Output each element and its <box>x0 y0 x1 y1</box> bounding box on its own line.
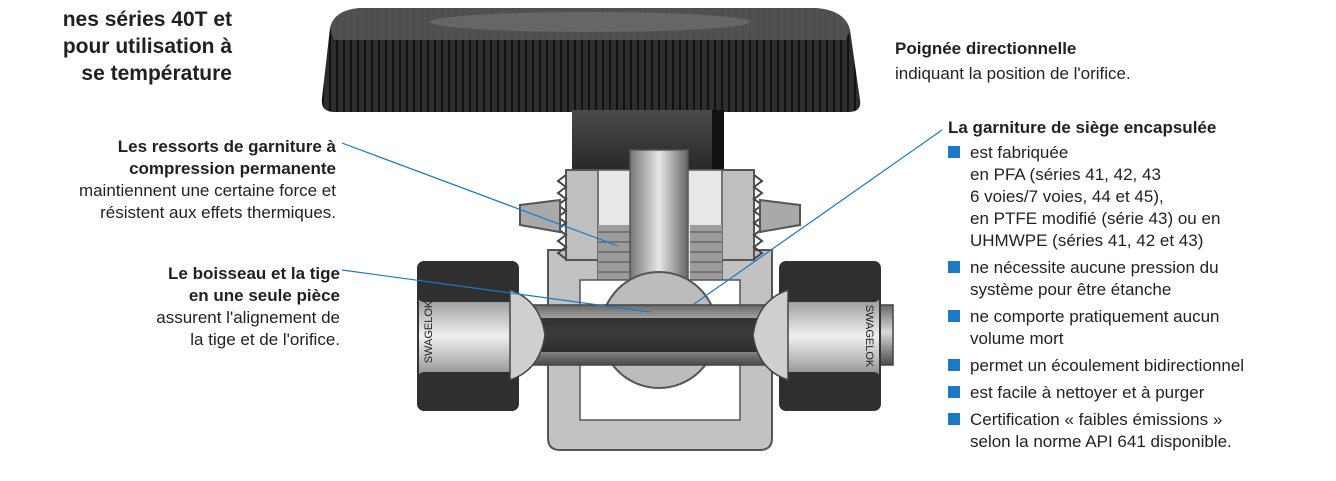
square-bullet-icon <box>948 359 960 371</box>
ball-body-2: la tige et de l'orifice. <box>190 330 340 349</box>
handle <box>321 8 861 112</box>
title-line-1: nes séries 40T et <box>62 8 232 31</box>
left-nut <box>417 261 546 411</box>
list-item: ne nécessite aucune pression du système … <box>948 257 1336 301</box>
left-nut-label: SWAGELOK <box>423 300 435 363</box>
callout-handle: Poignée directionnelle indiquant la posi… <box>895 38 1295 85</box>
square-bullet-icon <box>948 413 960 425</box>
ball-body-1: assurent l'alignement de <box>156 308 340 327</box>
list-item: est fabriquée en PFA (séries 41, 42, 43 … <box>948 142 1336 252</box>
square-bullet-icon <box>948 261 960 273</box>
square-bullet-icon <box>948 310 960 322</box>
springs-heading-2: compression permanente <box>129 159 336 178</box>
leader-springs <box>341 142 619 247</box>
springs-heading-1: Les ressorts de garniture à <box>117 137 336 156</box>
callout-seat: La garniture de siège encapsulée est fab… <box>948 117 1336 458</box>
right-nut <box>752 261 881 411</box>
right-nut-label: SWAGELOK <box>863 305 875 368</box>
seat-heading: La garniture de siège encapsulée <box>948 118 1217 137</box>
square-bullet-icon <box>948 146 960 158</box>
list-item: Certification « faibles émissions » selo… <box>948 409 1336 453</box>
seat-feature-list: est fabriquée en PFA (séries 41, 42, 43 … <box>948 142 1336 453</box>
handle-heading: Poignée directionnelle <box>895 39 1077 58</box>
springs-body-1: maintiennent une certaine force et <box>78 181 336 200</box>
list-item: ne comporte pratiquement aucun volume mo… <box>948 306 1336 350</box>
title-line-2: pour utilisation à <box>62 35 232 58</box>
square-bullet-icon <box>948 386 960 398</box>
list-item: est facile à nettoyer et à purger <box>948 382 1336 404</box>
ball-heading-1: Le boisseau et la tige <box>168 264 340 283</box>
list-item: permet un écoulement bidirectionnel <box>948 355 1336 377</box>
handle-body: indiquant la position de l'orifice. <box>895 64 1131 83</box>
callout-springs: Les ressorts de garniture à compression … <box>0 136 336 224</box>
title-line-3: se température <box>81 62 232 85</box>
title-block: nes séries 40T et pour utilisation à se … <box>0 0 260 110</box>
leader-seat <box>693 129 943 305</box>
springs-body-2: résistent aux effets thermiques. <box>100 203 336 222</box>
ball-heading-2: en une seule pièce <box>188 286 340 305</box>
leader-ball <box>341 269 651 313</box>
callout-ball: Le boisseau et la tige en une seule pièc… <box>60 263 340 351</box>
